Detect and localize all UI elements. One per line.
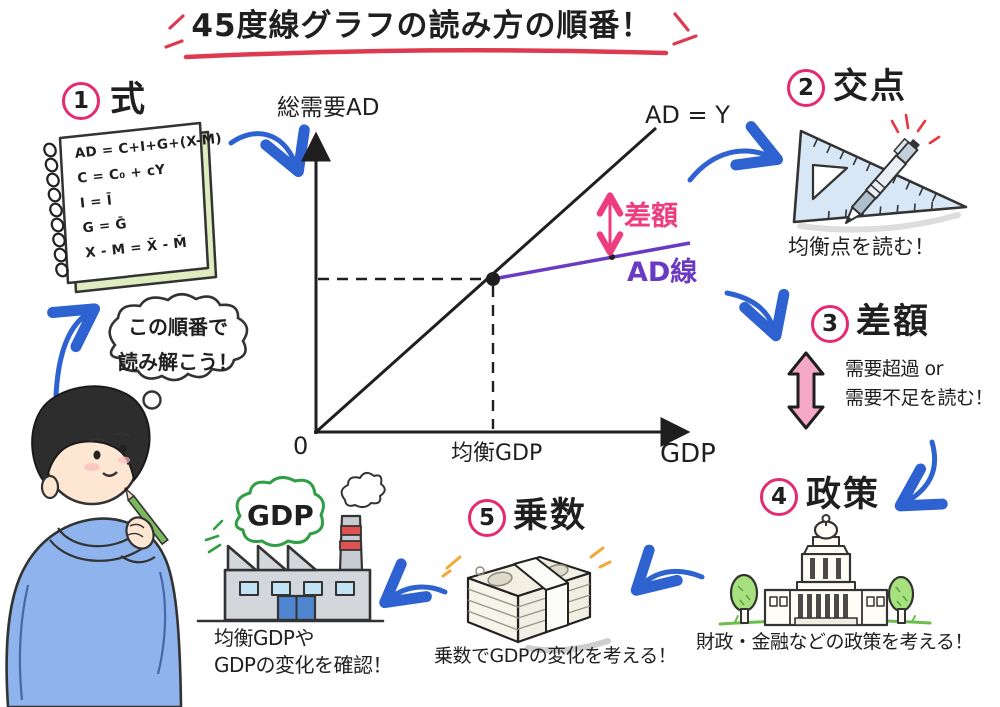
line-45-degree <box>315 126 657 434</box>
step4-number: 4 <box>770 484 787 510</box>
main-title: 45度線グラフの読み方の順番！ <box>191 8 653 44</box>
step1-label: 式 <box>110 80 148 120</box>
gdp-cloud-label: GDP <box>247 499 314 532</box>
pen-sparkle-marks <box>890 113 941 145</box>
ad-line <box>492 241 691 281</box>
equilibrium-point <box>486 272 500 286</box>
step4-number-badge: 4 <box>760 478 798 516</box>
ear <box>40 474 60 500</box>
step4-label: 政策 <box>806 475 881 515</box>
step2-number-badge: 2 <box>787 69 825 107</box>
step1-number: 1 <box>72 88 89 114</box>
step3-caption-line-1: 需要超過 or <box>845 358 943 380</box>
notebook-equations: AD = C+I+G+(X-M) C = C₀ + cY I = Ī G = Ḡ… <box>74 130 236 270</box>
factory-caption-line-1: 均衡GDPや <box>214 626 314 650</box>
factory-sparkle-marks <box>204 519 224 554</box>
set-square-illustration <box>792 113 968 233</box>
hair <box>31 385 151 487</box>
diet-building-illustration <box>718 514 932 627</box>
factory-caption-line-2: GDPの変化を確認！ <box>214 653 392 677</box>
money-sparkles <box>441 546 612 578</box>
step3-label: 差額 <box>856 302 931 342</box>
arrow-gap-to-policy <box>894 439 948 512</box>
ad-line-point <box>609 254 615 260</box>
arrow-multiplier-to-factory <box>379 558 448 609</box>
ad-line-label: AD線 <box>627 257 698 288</box>
torso <box>5 517 183 707</box>
arrow-graph-to-gap <box>724 288 790 342</box>
gdp-cloud <box>234 476 325 547</box>
arrow-notebook-to-graph <box>228 124 310 178</box>
thought-bubble <box>108 292 249 382</box>
tree-left <box>729 573 759 624</box>
step5-label: 乗数 <box>513 496 588 536</box>
spiral-rings <box>43 142 69 278</box>
step5-number: 5 <box>478 505 495 531</box>
y-axis-label: 総需要AD <box>277 95 380 121</box>
origin-label: 0 <box>293 432 309 460</box>
thought-line-2: 読み解こう！ <box>118 350 238 374</box>
step2-number: 2 <box>797 75 814 101</box>
step1-number-badge: 1 <box>62 82 100 120</box>
step4-caption: 財政・金融などの政策を考える！ <box>696 631 973 653</box>
gap-arrow-icon <box>787 351 825 430</box>
notebook-illustration <box>43 121 218 294</box>
flow-arrows <box>47 121 948 609</box>
step5-caption: 乗数でGDPの変化を考える！ <box>434 645 677 667</box>
graph-figure <box>301 126 691 447</box>
step3-caption-line-2: 需要不足を読む！ <box>845 387 994 409</box>
money-stack-illustration <box>441 546 612 654</box>
smoke-cloud <box>340 472 386 509</box>
gap-label: 差額 <box>624 201 678 232</box>
step2-label: 交点 <box>833 67 908 107</box>
line-45-label: AD = Y <box>645 101 730 129</box>
pen-icon <box>845 138 920 224</box>
x-axis-label: GDP <box>660 439 716 469</box>
arrow-policy-to-multiplier <box>630 544 705 596</box>
boy-illustration <box>5 292 249 707</box>
step2-caption: 均衡点を読む！ <box>788 235 935 259</box>
factory-illustration <box>196 472 386 623</box>
title-decoration <box>164 12 698 60</box>
equation-line: X - M = X̄ - M̄ <box>84 234 188 262</box>
step3-number-badge: 3 <box>811 305 849 343</box>
thought-bubble-text: この順番で 読み解こう！ <box>108 311 248 375</box>
equilibrium-gdp-label: 均衡GDP <box>451 441 543 466</box>
thought-line-1: この順番で <box>128 315 228 339</box>
arrow-graph-to-intersection <box>687 121 784 183</box>
step3-number: 3 <box>821 311 838 337</box>
tree-right <box>887 575 915 624</box>
step5-number-badge: 5 <box>468 499 506 537</box>
arrow-boy-to-notebook <box>47 303 101 399</box>
